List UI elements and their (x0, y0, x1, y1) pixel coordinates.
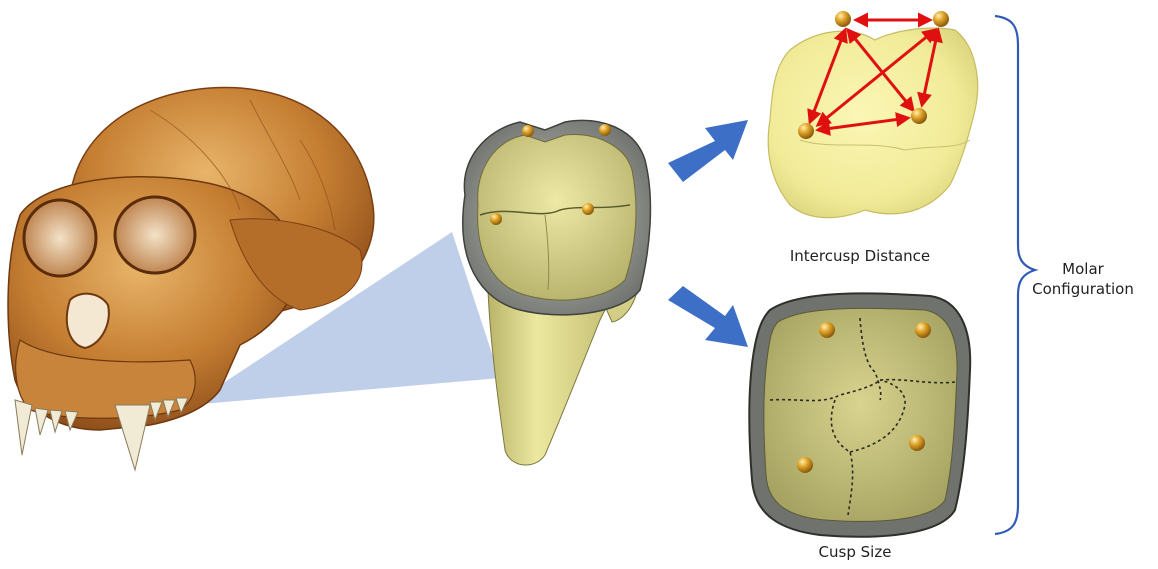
right-orbit (115, 197, 195, 273)
cusp-landmark-icon (819, 322, 835, 338)
cusp-size-occlusal-view (749, 293, 970, 536)
cusp-landmark-icon (582, 203, 594, 215)
cusp-landmark-icon (490, 213, 502, 225)
skull-illustration (8, 87, 374, 470)
cusp-size-label: Cusp Size (790, 543, 920, 561)
cusp-landmark-icon (522, 125, 534, 137)
cusp-landmark-icon (835, 11, 851, 27)
cusp-landmark-icon (933, 11, 949, 27)
molar-side-view (463, 121, 651, 466)
left-orbit (24, 200, 96, 276)
molar-label-line2: Configuration (1018, 279, 1148, 299)
molar-label-line1: Molar (1018, 259, 1148, 279)
intercusp-occlusal-view (768, 11, 977, 218)
cusp-landmark-icon (909, 435, 925, 451)
cusp-landmark-icon (798, 123, 814, 139)
cusp-landmark-icon (911, 108, 927, 124)
cusp-landmark-icon (599, 124, 611, 136)
arrow-to-intercusp (668, 120, 748, 182)
arrow-to-cusp-size (668, 286, 748, 347)
cusp-landmark-icon (797, 457, 813, 473)
molar-configuration-label: Molar Configuration (1018, 259, 1148, 299)
intercusp-distance-label: Intercusp Distance (770, 247, 950, 265)
cusp-landmark-icon (915, 322, 931, 338)
